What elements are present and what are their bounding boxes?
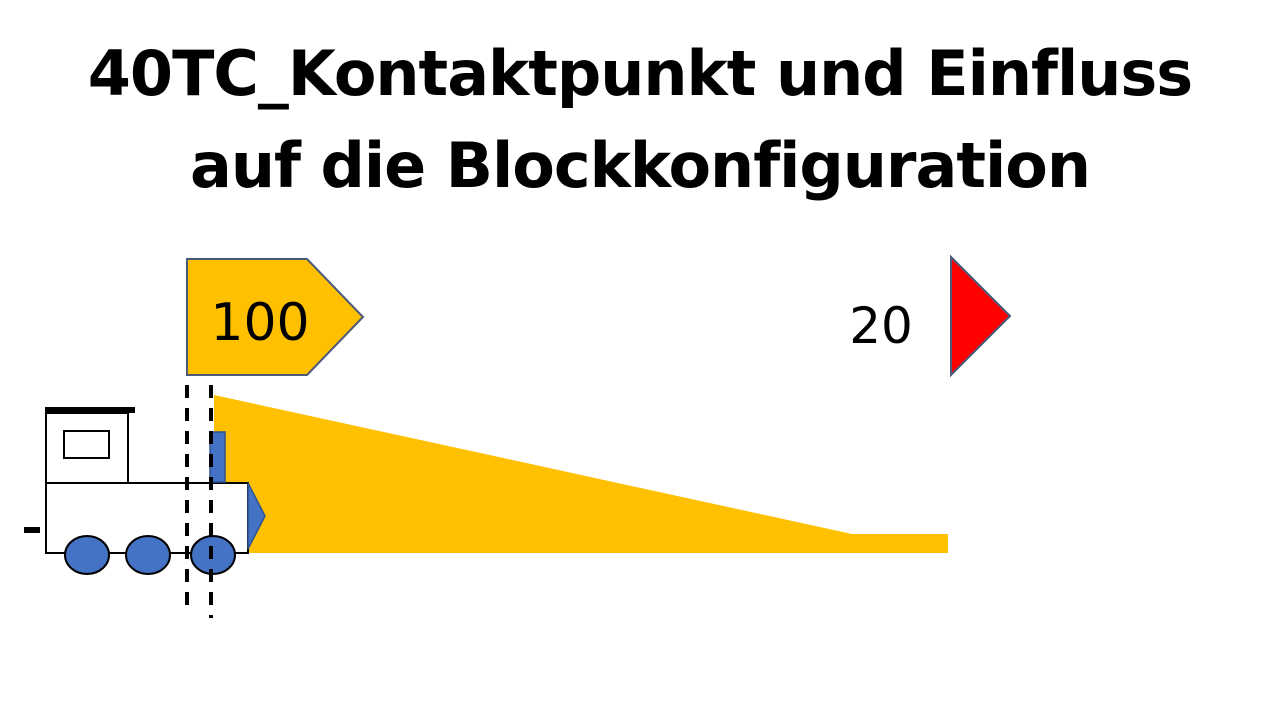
locomotive bbox=[24, 407, 266, 575]
page-title: 40TC_Kontaktpunkt und Einfluss auf die B… bbox=[0, 28, 1280, 212]
target-signal-triangle bbox=[950, 254, 1012, 378]
locomotive-front-tip bbox=[247, 482, 266, 550]
speed-sign-100-label: 100 bbox=[210, 293, 309, 353]
locomotive-roof bbox=[45, 407, 135, 413]
target-speed-label: 20 bbox=[849, 297, 913, 355]
locomotive-cab bbox=[45, 412, 129, 484]
wheel-2 bbox=[125, 535, 171, 575]
braking-curve bbox=[214, 395, 948, 553]
title-line-2: auf die Blockkonfiguration bbox=[190, 129, 1091, 202]
speed-sign-100: 100 bbox=[186, 258, 365, 376]
title-line-1: 40TC_Kontaktpunkt und Einfluss bbox=[87, 37, 1193, 110]
wheel-1 bbox=[64, 535, 110, 575]
locomotive-coupler bbox=[24, 527, 40, 533]
locomotive-window bbox=[63, 430, 110, 459]
